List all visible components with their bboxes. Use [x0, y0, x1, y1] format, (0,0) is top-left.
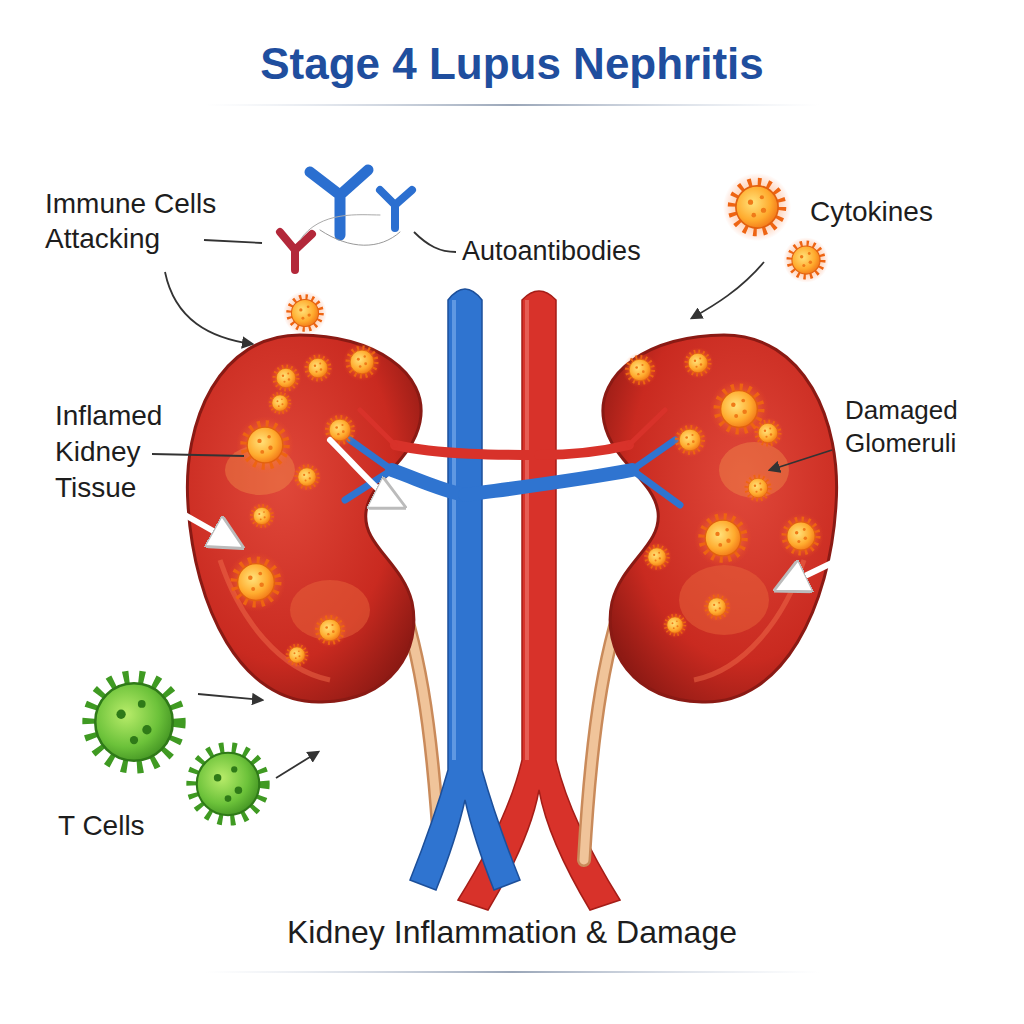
callout-label: Cytokines [810, 194, 1010, 229]
ureter [392, 575, 632, 860]
callout-label: Immune Cells Attacking [45, 186, 275, 256]
pointer-arrow [185, 440, 838, 588]
callout-label: T Cells [58, 808, 218, 843]
callout-label: Autoantibodies [462, 234, 682, 268]
leader-line [152, 232, 832, 778]
right-kidney [603, 335, 837, 702]
antibody [280, 170, 412, 270]
renal-vessels [345, 410, 680, 505]
callout-label: Damaged Glomeruli [845, 394, 1015, 460]
title-rule [205, 104, 820, 106]
left-kidney [187, 335, 421, 702]
vena-cava [410, 289, 520, 890]
t-cell [93, 681, 262, 818]
inflammatory-cell [226, 173, 829, 668]
caption: Kidney Inflammation & Damage [0, 912, 1024, 952]
caption-rule [205, 971, 820, 973]
title: Stage 4 Lupus Nephritis [0, 36, 1024, 91]
callout-label: Inflamed Kidney Tissue [55, 398, 195, 506]
